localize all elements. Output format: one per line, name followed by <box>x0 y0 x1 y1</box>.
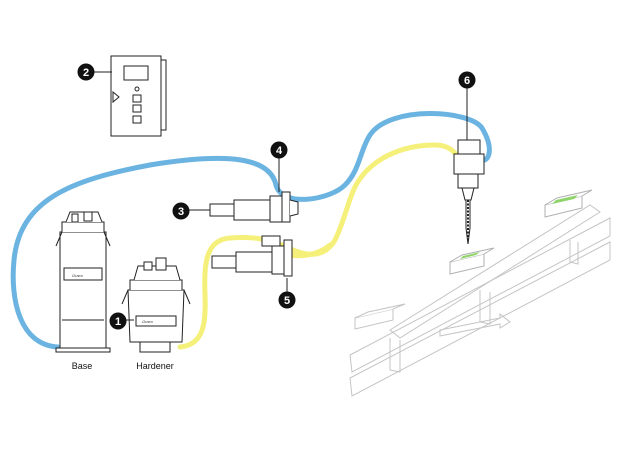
callout-4: 4 <box>270 141 288 192</box>
callout-6: 6 <box>458 71 476 140</box>
part-tray-center <box>449 247 495 275</box>
svg-text:6: 6 <box>464 75 470 87</box>
svg-text:3: 3 <box>178 206 184 218</box>
callout-1: 1 <box>109 312 134 330</box>
base-tank-brand: Graco <box>72 273 84 278</box>
hardener-label: Hardener <box>136 361 174 371</box>
svg-text:2: 2 <box>83 67 89 79</box>
svg-text:5: 5 <box>284 295 290 307</box>
callout-3: 3 <box>172 202 210 220</box>
part-tray-left <box>354 303 406 330</box>
callout-5: 5 <box>278 278 296 309</box>
hardener-hose <box>177 142 466 350</box>
part-tray-right <box>544 189 593 218</box>
base-tank <box>55 211 111 353</box>
svg-text:4: 4 <box>276 145 283 157</box>
conveyor-fixture <box>349 204 611 397</box>
hardener-metering-pump <box>211 235 293 277</box>
svg-text:1: 1 <box>115 316 121 328</box>
hardener-tank <box>121 257 191 353</box>
base-label: Base <box>72 361 93 371</box>
base-hose <box>10 111 492 350</box>
hardener-tank-brand: Graco <box>142 319 154 324</box>
base-metering-pump <box>209 191 299 223</box>
callout-2: 2 <box>77 63 112 81</box>
controller-box <box>110 55 167 137</box>
